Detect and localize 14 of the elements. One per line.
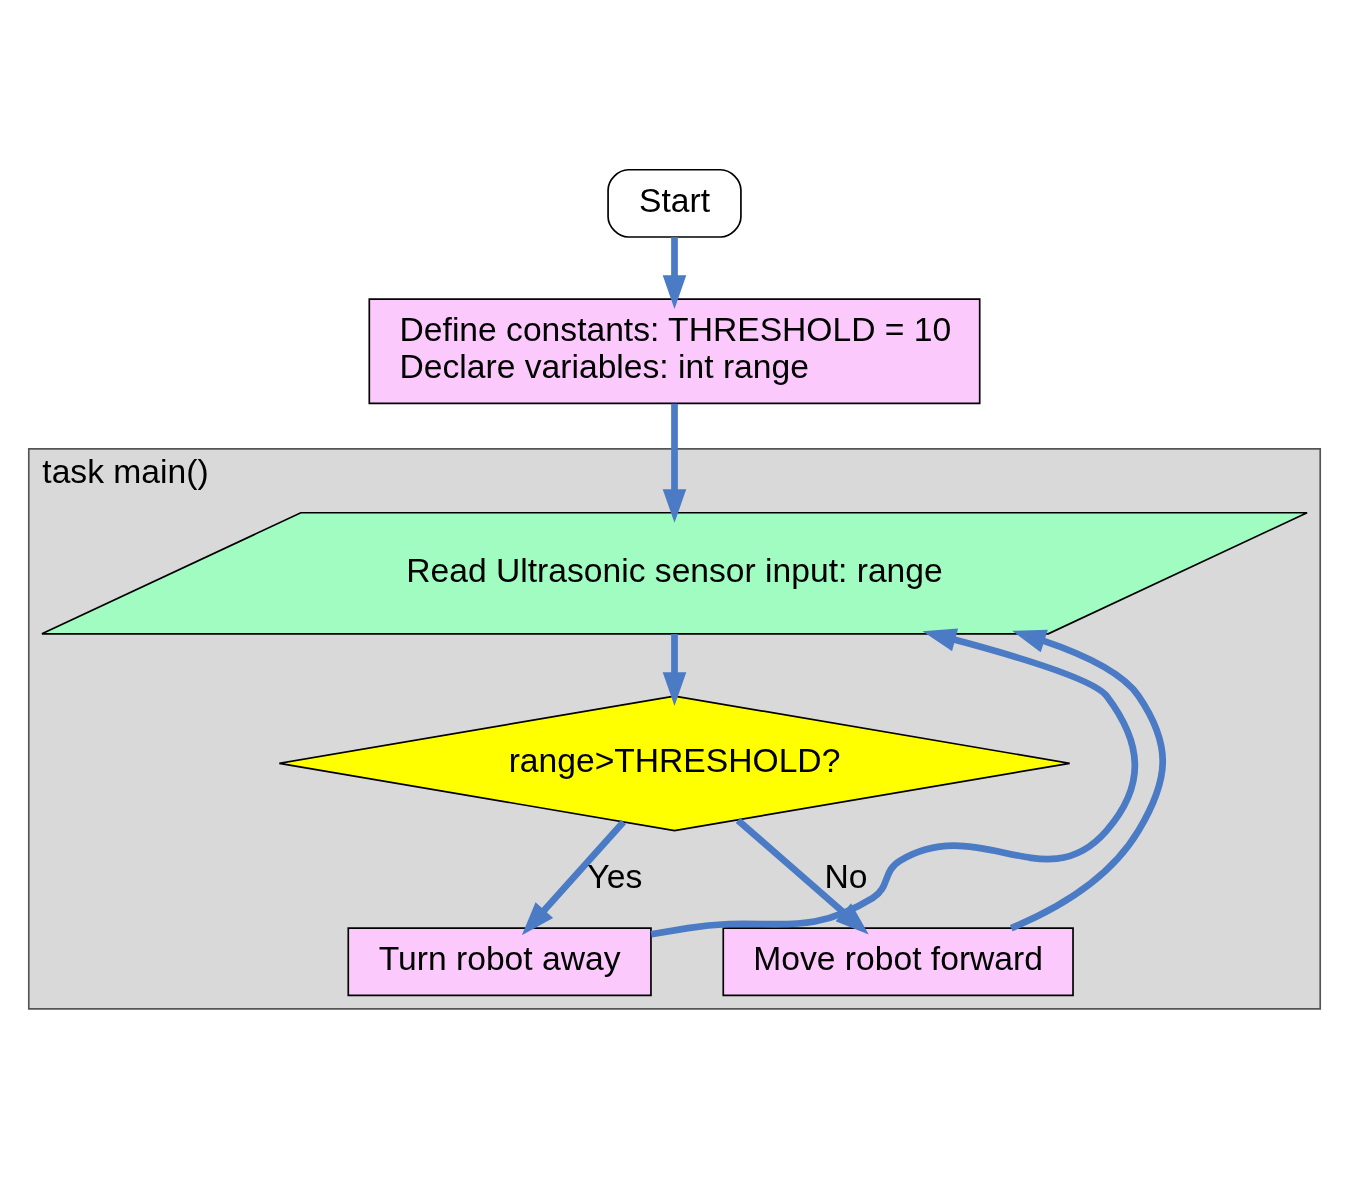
arrow: [735, 817, 869, 934]
arrow: [662, 633, 687, 706]
node-diamond: range>THRESHOLD?: [278, 694, 1071, 831]
node-box: Move robot forward: [722, 926, 1074, 996]
arrow: [650, 627, 1138, 938]
arrow: [662, 403, 687, 523]
node-box: Turn robot away: [347, 926, 652, 996]
arrow: [662, 236, 687, 309]
edge-label: No: [824, 857, 868, 895]
arrow: [1009, 629, 1166, 931]
arrow: [521, 819, 626, 935]
node-box: Start: [607, 168, 742, 238]
edge-label: Yes: [587, 857, 643, 895]
node-box: Define constants: THRESHOLD = 10 Declare variables: int range: [368, 297, 981, 404]
